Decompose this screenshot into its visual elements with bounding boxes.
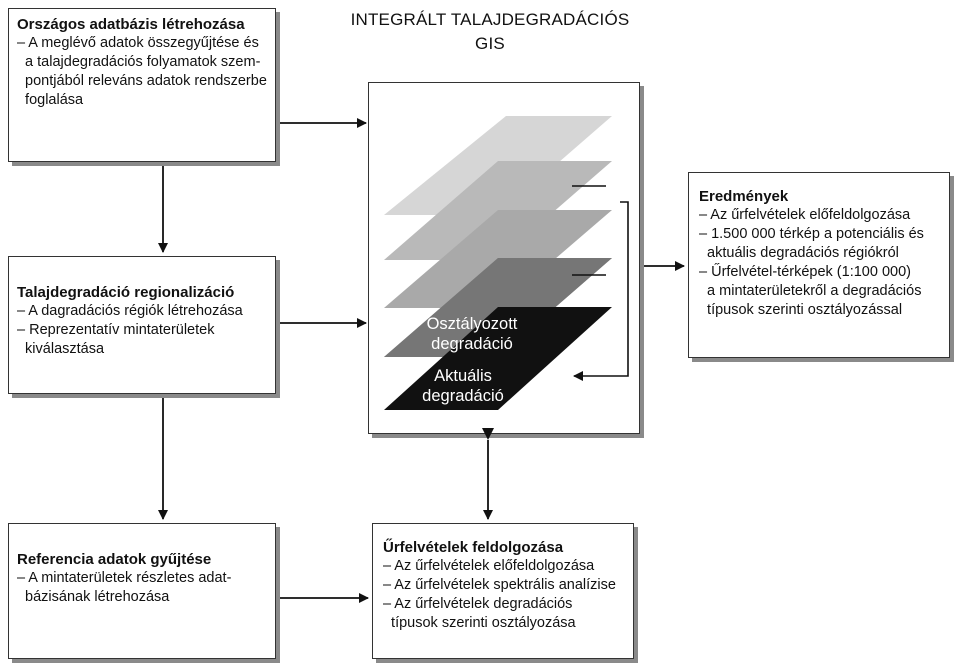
box-reference-line: – A mintaterületek részletes adat- bbox=[17, 570, 232, 586]
box-regional-line: – A dagradációs régiók létrehozása bbox=[17, 303, 243, 319]
box-reference-line: bázisának létrehozása bbox=[17, 589, 170, 605]
box-results-line: – Űrfelvétel-térképek (1:100 000) bbox=[699, 264, 911, 280]
feedback-arrow bbox=[573, 201, 629, 381]
layer-label-actual-2: degradáció bbox=[422, 387, 504, 405]
box-satellite-line: – Az űrfelvételek spektrális analízise bbox=[383, 577, 616, 593]
diagram-title: INTEGRÁLT TALAJDEGRADÁCIÓS GIS bbox=[330, 8, 650, 56]
box-results-line: a mintaterületekről a degradációs bbox=[699, 283, 922, 299]
box-regional-title: Talajdegradáció regionalizáció bbox=[17, 284, 235, 301]
box-reference-data: Referencia adatok gyűjtése – A mintaterü… bbox=[8, 523, 276, 659]
box-national-line: pontjából releváns adatok rendszerbe bbox=[17, 73, 267, 89]
box-results-line: aktuális degradációs régiókról bbox=[699, 245, 899, 261]
box-satellite-line: – Az űrfelvételek degradációs bbox=[383, 596, 573, 612]
box-satellite-line: típusok szerinti osztályozása bbox=[383, 615, 576, 631]
box-results: Eredmények – Az űrfelvételek előfeldolgo… bbox=[688, 172, 950, 358]
box-results-line: – 1.500 000 térkép a potenciális és bbox=[699, 226, 924, 242]
box-results-title: Eredmények bbox=[699, 188, 789, 205]
layer-label-actual: Aktuális degradáció bbox=[392, 366, 534, 406]
box-national-line: foglalása bbox=[17, 92, 84, 108]
box-results-line: – Az űrfelvételek előfeldolgozása bbox=[699, 207, 911, 223]
title-line-1: INTEGRÁLT TALAJDEGRADÁCIÓS bbox=[350, 10, 630, 29]
layer-label-actual-1: Aktuális bbox=[434, 367, 492, 385]
box-satellite-title: Űrfelvételek feldolgozása bbox=[383, 539, 564, 556]
box-national-line: a talajdegradációs folyamatok szem- bbox=[17, 54, 261, 70]
box-satellite-line: – Az űrfelvételek előfeldolgozása bbox=[383, 558, 595, 574]
box-results-line: típusok szerinti osztályozással bbox=[699, 302, 903, 318]
box-national-database: Országos adatbázis létrehozása – A meglé… bbox=[8, 8, 276, 162]
layer-6 bbox=[384, 307, 612, 410]
box-regionalization: Talajdegradáció regionalizáció – A dagra… bbox=[8, 256, 276, 394]
box-national-title: Országos adatbázis létrehozása bbox=[17, 16, 245, 33]
box-regional-line: – Reprezentatív mintaterületek bbox=[17, 322, 215, 338]
box-national-line: – A meglévő adatok összegyűjtése és bbox=[17, 35, 259, 51]
box-satellite-processing: Űrfelvételek feldolgozása – Az űrfelvéte… bbox=[372, 523, 634, 659]
title-line-2: GIS bbox=[475, 34, 505, 53]
box-reference-title: Referencia adatok gyűjtése bbox=[17, 551, 212, 568]
box-regional-line: kiválasztása bbox=[17, 341, 105, 357]
layer-label-classified-1: Osztályozott bbox=[426, 315, 518, 333]
layer-label-classified: Osztályozott degradáció bbox=[394, 314, 550, 354]
layer-label-classified-2: degradáció bbox=[431, 335, 513, 353]
